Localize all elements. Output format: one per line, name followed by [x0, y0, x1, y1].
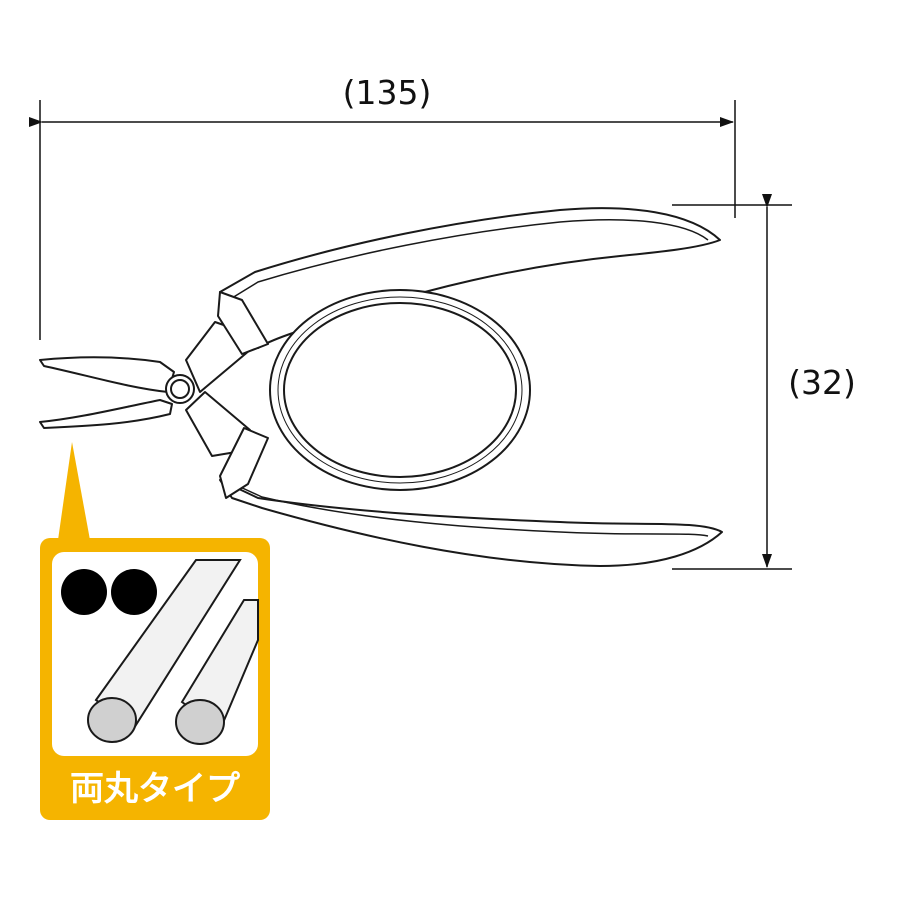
tip-profile-dots: [61, 569, 157, 615]
upper-handle-inner: [231, 219, 709, 299]
callout-pointer: [58, 442, 90, 540]
length-dimension-label: (135): [343, 73, 432, 112]
lower-handle: [219, 479, 723, 567]
pivot-rivet-inner: [170, 379, 190, 399]
upper-jaw: [39, 356, 175, 393]
length-dimension: [29, 100, 736, 340]
height-dimension-label: (32): [788, 363, 856, 402]
round-tip-dot-left: [61, 569, 107, 615]
lower-jaw: [39, 399, 173, 429]
lower-cap: [219, 427, 269, 499]
height-dimension: [672, 194, 792, 570]
spring-loop-inner: [283, 302, 517, 478]
rod-left-end: [87, 697, 137, 743]
round-rods: [87, 559, 259, 745]
callout-label: 両丸タイプ: [70, 769, 240, 809]
rod-right-end: [175, 699, 225, 745]
lower-handle-inner: [237, 485, 709, 537]
upper-cap: [217, 291, 269, 355]
tip-callout: 両丸タイプ: [40, 442, 270, 820]
round-tip-dot-right: [111, 569, 157, 615]
spring-loop-mid: [277, 296, 523, 484]
pliers-illustration: [39, 207, 723, 567]
